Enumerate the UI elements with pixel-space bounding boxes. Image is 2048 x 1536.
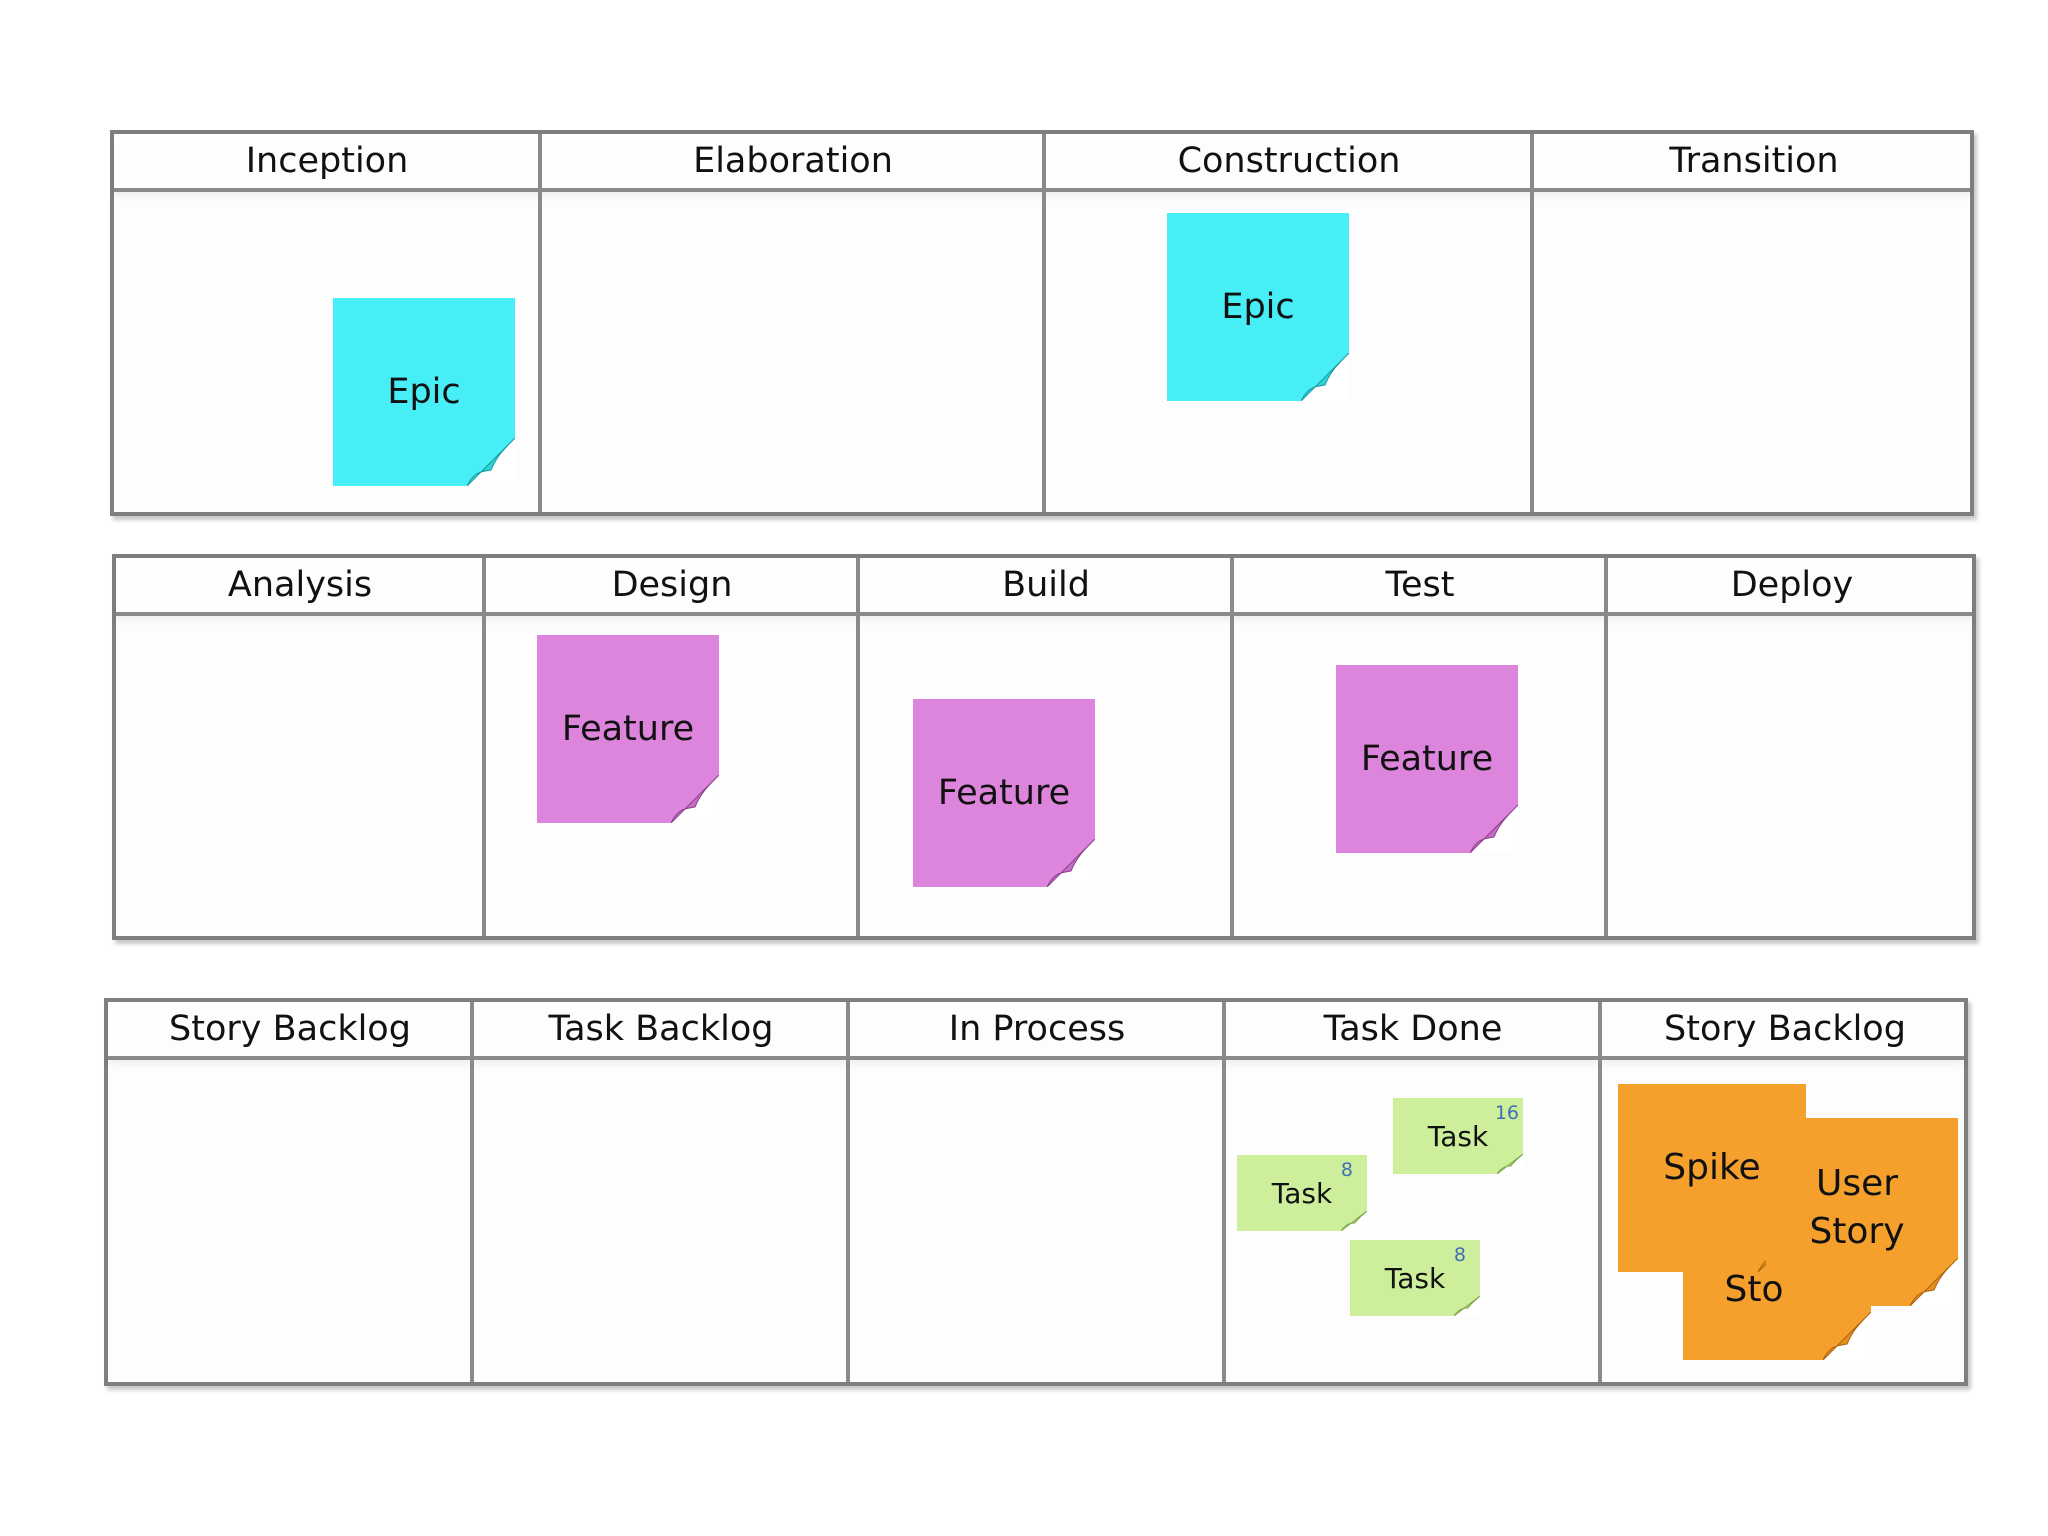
column-divider: [538, 134, 542, 512]
column-title-elaboration: Elaboration: [693, 141, 893, 181]
feature-label: Feature: [937, 773, 1071, 813]
column-divider: [846, 1002, 850, 1382]
task-note[interactable]: Task 16: [1393, 1098, 1523, 1174]
column-title-build: Build: [1002, 565, 1090, 605]
page-curl-icon: [1301, 353, 1349, 401]
column-divider: [856, 558, 860, 936]
story-board-header: [108, 1002, 1964, 1060]
column-title-task-backlog: Task Backlog: [548, 1009, 774, 1049]
epic-note-construction[interactable]: Epic: [1167, 213, 1349, 401]
column-divider: [1598, 1002, 1602, 1382]
task-points: 8: [1340, 1159, 1353, 1181]
task-points: 16: [1494, 1102, 1519, 1124]
page-curl-icon: [467, 438, 515, 486]
column-divider: [1222, 1002, 1226, 1382]
task-label: Task: [1427, 1119, 1489, 1153]
column-title-test: Test: [1385, 565, 1455, 605]
column-title-story-backlog: Story Backlog: [169, 1009, 411, 1049]
column-title-task-done: Task Done: [1323, 1009, 1503, 1049]
column-divider: [1604, 558, 1608, 936]
column-title-analysis: Analysis: [227, 565, 373, 605]
story-label: Sto: [1724, 1269, 1784, 1310]
workflow-board-header: [116, 558, 1972, 616]
page-curl-icon: [671, 775, 719, 823]
column-divider: [1230, 558, 1234, 936]
column-title-construction: Construction: [1177, 141, 1401, 181]
column-divider: [1530, 134, 1534, 512]
column-title-story-backlog-2: Story Backlog: [1664, 1009, 1906, 1049]
spike-label: Spike: [1663, 1147, 1761, 1188]
column-title-in-process: In Process: [948, 1009, 1126, 1049]
task-points: 8: [1453, 1244, 1466, 1266]
column-divider: [470, 1002, 474, 1382]
column-title-inception: Inception: [245, 141, 409, 181]
column-divider: [482, 558, 486, 936]
epic-label: Epic: [1221, 287, 1295, 327]
task-note[interactable]: Task 8: [1350, 1240, 1480, 1316]
feature-label: Feature: [1360, 739, 1494, 779]
column-divider: [1042, 134, 1046, 512]
page-curl-icon: [1910, 1258, 1958, 1306]
feature-note-test[interactable]: Feature: [1336, 665, 1518, 853]
page-curl-icon: [1454, 1296, 1480, 1316]
page-curl-icon: [1823, 1312, 1871, 1360]
column-title-deploy: Deploy: [1730, 565, 1854, 605]
task-label: Task: [1271, 1176, 1333, 1210]
column-title-design: Design: [611, 565, 733, 605]
epic-label: Epic: [387, 372, 461, 412]
feature-note-design[interactable]: Feature: [537, 635, 719, 823]
task-label: Task: [1384, 1261, 1446, 1295]
column-title-transition: Transition: [1669, 141, 1839, 181]
user-story-label: User Story: [1809, 1163, 1905, 1252]
feature-label: Feature: [561, 709, 695, 749]
task-note[interactable]: Task 8: [1237, 1155, 1367, 1231]
feature-note-build[interactable]: Feature: [913, 699, 1095, 887]
page-curl-icon: [1497, 1154, 1523, 1174]
user-story-note[interactable]: User Story: [1766, 1118, 1958, 1306]
page-curl-icon: [1047, 839, 1095, 887]
page-curl-icon: [1470, 805, 1518, 853]
page-curl-icon: [1341, 1211, 1367, 1231]
epic-note-inception[interactable]: Epic: [333, 298, 515, 486]
